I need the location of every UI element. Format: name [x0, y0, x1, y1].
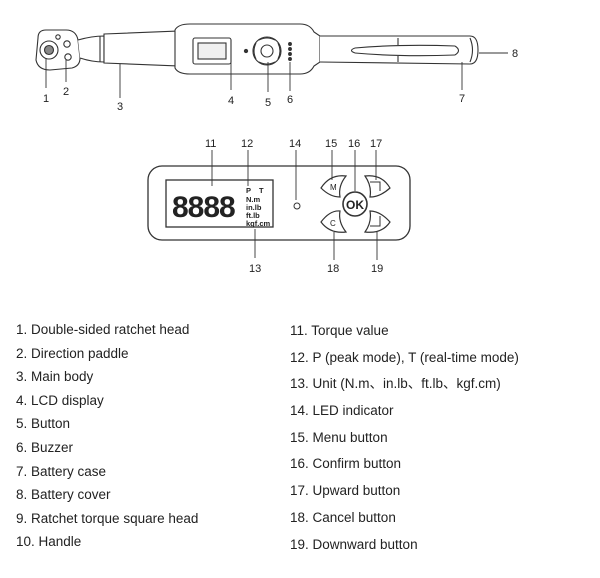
up-arrow-icon — [370, 181, 381, 191]
menu-button-label: M — [330, 183, 337, 192]
legend-item: 8. Battery cover — [16, 487, 111, 503]
legend-item: 9. Ratchet torque square head — [16, 510, 199, 526]
callout-13: 13 — [249, 263, 261, 275]
main-body — [103, 30, 181, 67]
legend-item: 2. Direction paddle — [16, 345, 129, 361]
buzzer-holes — [288, 42, 292, 61]
control-panel-detail: 8888 P T N.m in.lb ft.lb kgf.cm M C — [147, 165, 411, 241]
lcd-screen — [165, 179, 274, 228]
callout-17: 17 — [370, 138, 382, 150]
legend-item: 3. Main body — [16, 369, 94, 385]
handle — [319, 35, 479, 65]
upward-button[interactable] — [363, 175, 391, 198]
mode-p-label: P — [246, 186, 251, 195]
button-cluster-small — [252, 36, 282, 66]
top-leader-lines — [45, 52, 508, 98]
wrench-illustration — [35, 23, 479, 75]
parts-legend: 1. Double-sided ratchet head 2. Directio… — [0, 318, 600, 558]
legend-item: 18. Cancel button — [290, 509, 396, 525]
legend-item: 10. Handle — [16, 534, 82, 550]
callout-4: 4 — [228, 95, 234, 107]
panel-leader-lines — [211, 150, 378, 260]
callout-11: 11 — [205, 138, 216, 150]
callout-15: 15 — [325, 138, 337, 150]
legend-item: 19. Downward button — [290, 536, 418, 552]
legend-item: 14. LED indicator — [290, 403, 394, 419]
legend-item: 7. Battery case — [16, 463, 107, 479]
callout-19: 19 — [371, 263, 383, 275]
callout-1: 1 — [43, 93, 49, 105]
unit-inlb: in.lb — [246, 203, 262, 212]
cancel-button-label: C — [330, 219, 336, 228]
callout-3: 3 — [117, 101, 123, 113]
led-indicator — [293, 202, 301, 210]
unit-nm: N.m — [246, 195, 261, 204]
callout-18: 18 — [327, 263, 339, 275]
ok-button-label: OK — [346, 198, 364, 212]
callout-6: 6 — [287, 94, 293, 106]
ratchet-head — [35, 29, 81, 71]
cancel-button[interactable]: C — [320, 210, 348, 233]
ok-button[interactable]: OK — [342, 191, 368, 217]
callout-12: 12 — [241, 138, 253, 150]
callout-16: 16 — [348, 138, 360, 150]
callout-5: 5 — [265, 97, 271, 109]
legend-left-column: 1. Double-sided ratchet head 2. Directio… — [16, 318, 198, 554]
callout-2: 2 — [63, 86, 69, 98]
unit-ftlb: ft.lb — [246, 211, 260, 220]
callout-8: 8 — [512, 48, 518, 60]
down-arrow-icon — [370, 216, 381, 227]
legend-item: 15. Menu button — [290, 429, 388, 445]
callout-7: 7 — [459, 93, 465, 105]
legend-item: 13. Unit (N.m、in.lb、ft.lb、kgf.cm) — [290, 376, 501, 392]
legend-item: 11. Torque value — [290, 323, 389, 338]
legend-item: 12. P (peak mode), T (real-time mode) — [290, 349, 519, 365]
unit-kgfcm: kgf.cm — [246, 219, 271, 228]
torque-value-digits: 8888 — [172, 191, 235, 224]
mode-t-label: T — [259, 186, 264, 195]
legend-item: 16. Confirm button — [290, 456, 402, 472]
legend-right-column: 11. Torque value 12. P (peak mode), T (r… — [290, 318, 519, 558]
legend-item: 17. Upward button — [290, 483, 401, 499]
wrench-diagram: 1 2 3 4 5 6 7 8 8888 P T N.m in.lb ft.lb… — [35, 23, 518, 275]
legend-item: 6. Buzzer — [16, 439, 74, 455]
downward-button[interactable] — [363, 210, 391, 233]
legend-item: 1. Double-sided ratchet head — [16, 322, 190, 337]
callout-14: 14 — [289, 138, 301, 150]
legend-item: 4. LCD display — [16, 392, 104, 408]
legend-item: 5. Button — [16, 416, 71, 432]
